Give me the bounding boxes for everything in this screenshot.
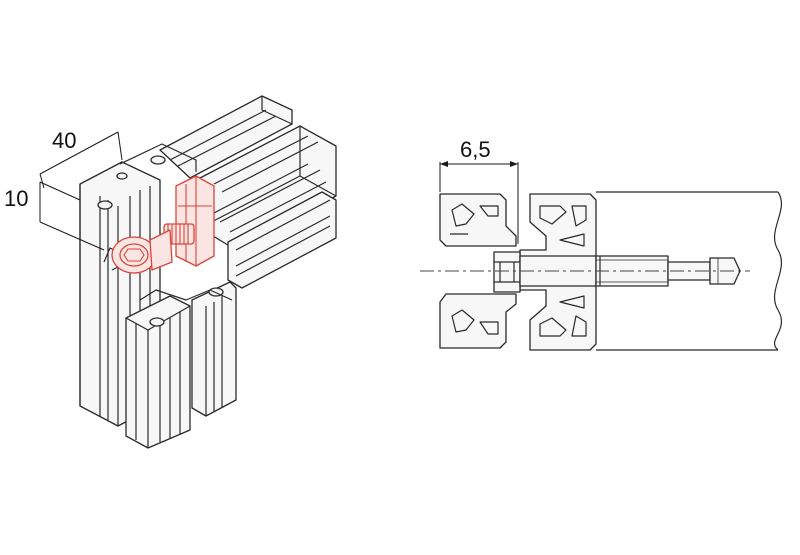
profile-section-lower bbox=[439, 293, 517, 349]
vertical-profile-front bbox=[125, 295, 191, 449]
screw bbox=[493, 251, 741, 293]
horizontal-profile-lower bbox=[227, 191, 337, 289]
dimension-offset-6-5: 6,5 bbox=[439, 137, 519, 244]
vertical-profile-right bbox=[191, 281, 237, 417]
dimension-label-10: 10 bbox=[4, 186, 28, 211]
dimension-height-10: 10 bbox=[4, 181, 105, 251]
section-view-assembly: 6,5 bbox=[420, 137, 783, 351]
isometric-corner-assembly: 40 10 bbox=[4, 95, 337, 449]
corner-connector-highlight bbox=[111, 175, 215, 274]
dimension-label-40: 40 bbox=[52, 128, 76, 153]
profile-section-upper bbox=[439, 193, 517, 247]
dimension-label-6-5: 6,5 bbox=[460, 137, 491, 162]
horizontal-profile-right bbox=[199, 125, 337, 251]
dimension-width-40: 40 bbox=[39, 128, 123, 189]
adjoining-profile bbox=[596, 191, 783, 351]
horizontal-profile-upper bbox=[159, 95, 293, 179]
